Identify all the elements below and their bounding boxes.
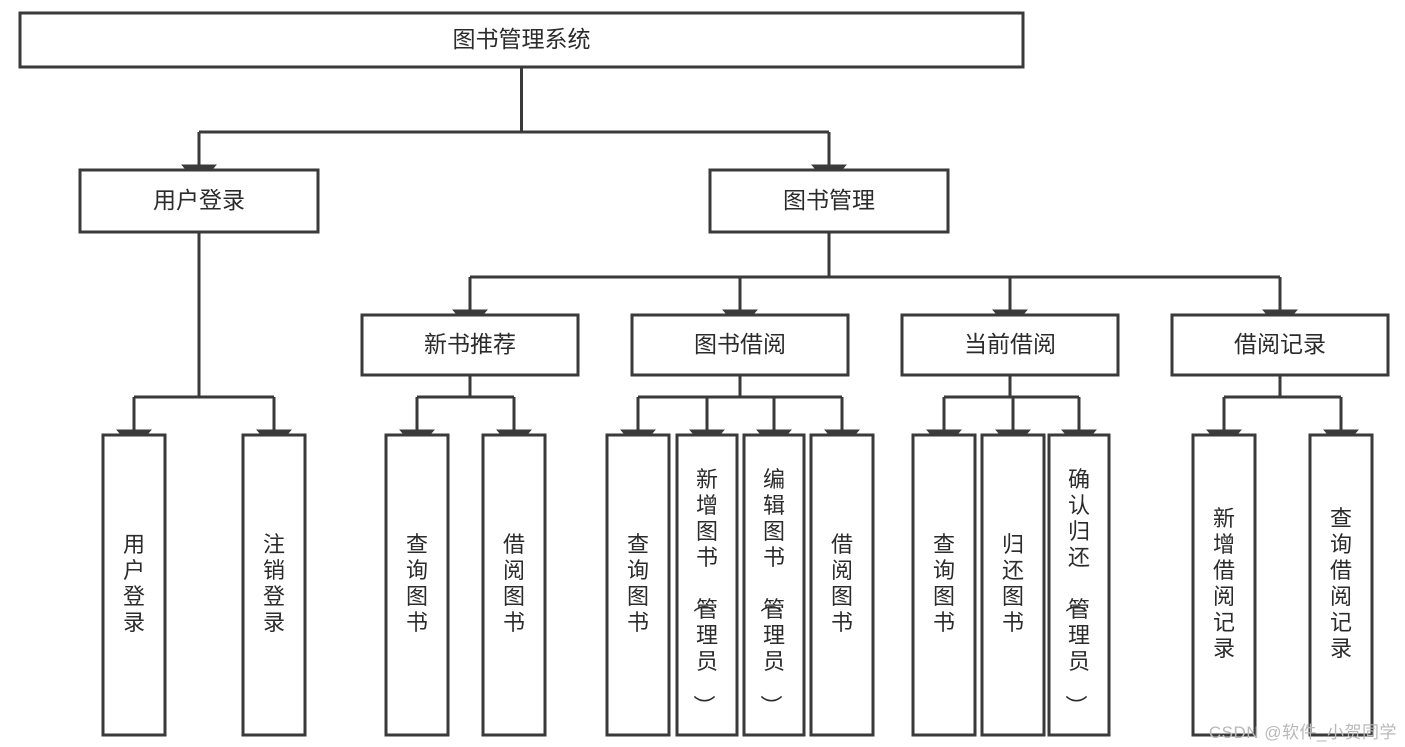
node-label-leaf-return-book: 归还图书 [1002,532,1024,635]
node-box-new-book-recommend [360,313,580,377]
node-box-book-borrow [630,313,850,377]
node-label-leaf-query-book-cur: 查询图书 [933,532,955,635]
node-box-book-manage [708,168,950,234]
node-box-current-borrow [900,313,1120,377]
node-box-leaf-confirm-return [1047,433,1111,737]
node-root[interactable]: 图书管理系统 [18,11,1025,69]
node-label-leaf-user-login: 用户登录 [123,532,145,635]
node-label-book-manage: 图书管理 [783,187,875,213]
node-box-leaf-query-record [1308,433,1374,737]
node-leaf-add-record[interactable]: 新增借阅记录新增借阅记录 [1191,433,1257,737]
node-label-leaf-add-record: 新增借阅记录 [1213,506,1235,661]
node-leaf-user-login[interactable]: 用户登录用户登录 [101,433,167,737]
node-leaf-query-book-borrow[interactable]: 查询图书查询图书 [605,433,671,737]
node-box-leaf-query-book-cur [911,433,977,737]
connector-layer [116,67,1359,451]
node-box-root [18,11,1025,69]
node-leaf-return-book[interactable]: 归还图书归还图书 [980,433,1046,737]
node-label-leaf-query-book-borrow: 查询图书 [627,532,649,635]
node-label-leaf-add-book: 新增图书（管理员） [691,467,718,717]
node-box-user-login [78,168,320,234]
edge-group-borrow-record [1206,375,1359,451]
node-label-borrow-record: 借阅记录 [1234,331,1326,357]
node-leaf-borrow-book-rec[interactable]: 借阅图书借阅图书 [481,433,547,737]
node-label-root: 图书管理系统 [453,26,591,52]
node-label-leaf-confirm-return: 确认归还（管理员） [1063,467,1090,717]
node-borrow-record[interactable]: 借阅记录 [1170,313,1390,377]
node-box-borrow-record [1170,313,1390,377]
node-box-leaf-user-login [101,433,167,737]
node-box-leaf-query-book-rec [384,433,450,737]
node-leaf-logout[interactable]: 注销登录注销登录 [241,433,307,737]
node-box-leaf-query-book-borrow [605,433,671,737]
node-leaf-query-book-cur[interactable]: 查询图书查询图书 [911,433,977,737]
node-leaf-confirm-return[interactable]: 确认归还（管理员）确认归还（管理员） [1047,433,1111,737]
node-label-leaf-borrow-book: 借阅图书 [831,532,853,635]
node-leaf-edit-book[interactable]: 编辑图书（管理员）编辑图书（管理员） [742,433,806,737]
node-label-leaf-query-record: 查询借阅记录 [1330,506,1352,661]
node-leaf-query-record[interactable]: 查询借阅记录查询借阅记录 [1308,433,1374,737]
node-label-leaf-edit-book: 编辑图书（管理员） [758,467,785,717]
node-label-current-borrow: 当前借阅 [964,331,1056,357]
node-box-leaf-return-book [980,433,1046,737]
edge-group-current-borrow [926,375,1097,451]
node-box-leaf-add-record [1191,433,1257,737]
node-leaf-borrow-book[interactable]: 借阅图书借阅图书 [809,433,875,737]
edge-group-root [181,67,847,186]
node-user-login[interactable]: 用户登录 [78,168,320,234]
edge-group-book-borrow [620,375,860,451]
node-box-leaf-borrow-book-rec [481,433,547,737]
node-leaf-query-book-rec[interactable]: 查询图书查询图书 [384,433,450,737]
node-book-manage[interactable]: 图书管理 [708,168,950,234]
node-box-leaf-edit-book [742,433,806,737]
node-box-leaf-borrow-book [809,433,875,737]
node-book-borrow[interactable]: 图书借阅 [630,313,850,377]
node-label-leaf-borrow-book-rec: 借阅图书 [503,532,525,635]
node-label-new-book-recommend: 新书推荐 [424,331,516,357]
node-box-leaf-logout [241,433,307,737]
node-label-user-login: 用户登录 [153,187,245,213]
edge-group-user-login [116,232,292,451]
node-label-leaf-logout: 注销登录 [263,532,285,635]
node-leaf-add-book[interactable]: 新增图书（管理员）新增图书（管理员） [675,433,739,737]
node-label-leaf-query-book-rec: 查询图书 [406,532,428,635]
node-label-book-borrow: 图书借阅 [694,331,786,357]
edge-group-new-book-recommend [399,375,532,451]
node-box-leaf-add-book [675,433,739,737]
node-current-borrow[interactable]: 当前借阅 [900,313,1120,377]
node-new-book-recommend[interactable]: 新书推荐 [360,313,580,377]
edge-group-book-manage [452,232,1298,331]
